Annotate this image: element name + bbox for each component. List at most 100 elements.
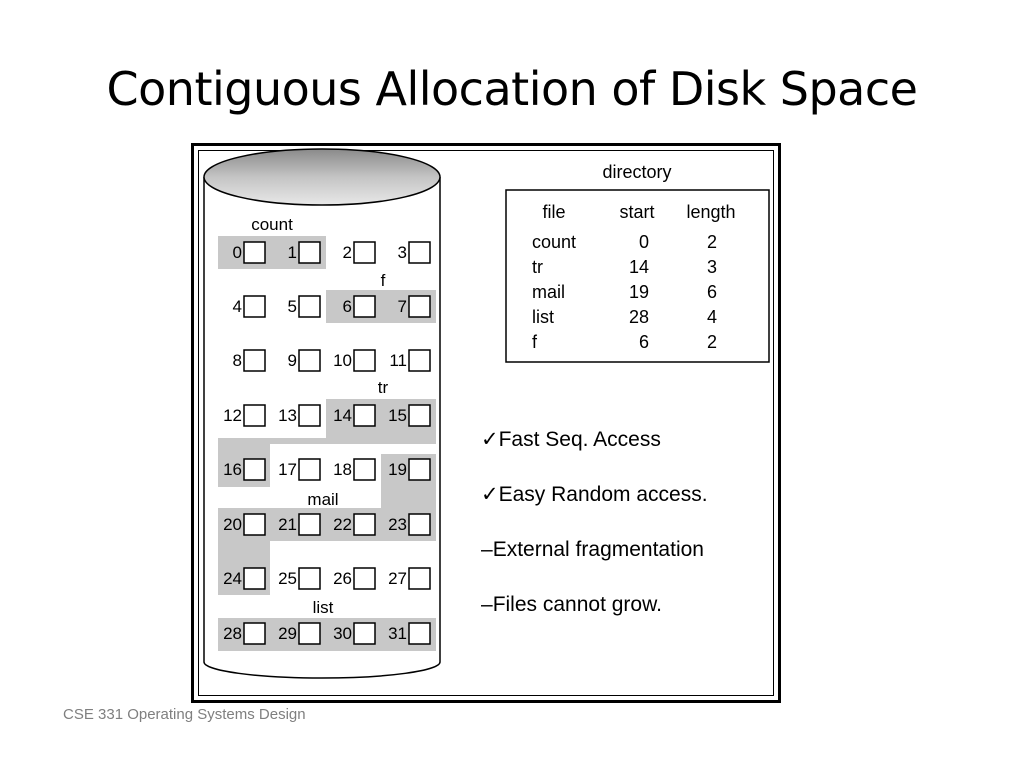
block-square (298, 295, 321, 318)
disk-block: 1 (288, 241, 321, 264)
cell-file: f (532, 332, 538, 352)
block-number: 16 (223, 460, 242, 479)
block-number: 29 (278, 624, 297, 643)
block-number: 23 (388, 515, 407, 534)
disk-block: 0 (233, 241, 266, 264)
disk-block: 16 (223, 458, 266, 481)
block-square (243, 404, 266, 427)
block-number: 20 (223, 515, 242, 534)
disk-block: 7 (398, 295, 431, 318)
block-square (353, 567, 376, 590)
block-number: 28 (223, 624, 242, 643)
disk-block: 18 (333, 458, 376, 481)
footer-text: CSE 331 Operating Systems Design (63, 706, 306, 723)
disk-block: 27 (388, 567, 431, 590)
block-number: 3 (398, 243, 407, 262)
block-number: 8 (233, 351, 242, 370)
bullet-item: ✓Easy Random access. (481, 483, 708, 506)
block-square (353, 404, 376, 427)
cell-start: 19 (629, 282, 649, 302)
cell-length: 3 (707, 257, 717, 277)
disk-label-mail: mail (307, 490, 338, 509)
block-square (353, 622, 376, 645)
block-square (298, 241, 321, 264)
block-square (243, 458, 266, 481)
cell-start: 6 (639, 332, 649, 352)
block-square (408, 513, 431, 536)
block-square (408, 458, 431, 481)
block-square (298, 513, 321, 536)
block-square (243, 622, 266, 645)
directory-row: f 6 2 (532, 332, 717, 352)
cell-length: 2 (707, 332, 717, 352)
highlight-tr (218, 399, 436, 487)
disk-block: 17 (278, 458, 321, 481)
disk-block: 31 (388, 622, 431, 645)
disk-block: 19 (388, 458, 431, 481)
directory-box (505, 189, 770, 363)
check-icon: ✓ (481, 428, 499, 451)
block-square (298, 567, 321, 590)
cell-length: 4 (707, 307, 717, 327)
bullet-list: ✓Fast Seq. Access ✓Easy Random access. –… (481, 425, 771, 645)
block-number: 25 (278, 569, 297, 588)
disk-block: 20 (223, 513, 266, 536)
block-number: 30 (333, 624, 352, 643)
disk-block: 21 (278, 513, 321, 536)
block-number: 18 (333, 460, 352, 479)
block-number: 9 (288, 351, 297, 370)
block-number: 10 (333, 351, 352, 370)
block-number: 4 (233, 297, 242, 316)
bullet-item: –External fragmentation (481, 538, 704, 561)
block-square (243, 513, 266, 536)
cell-length: 6 (707, 282, 717, 302)
header-file: file (542, 202, 565, 222)
block-square (243, 567, 266, 590)
block-number: 11 (389, 351, 407, 370)
block-square (243, 349, 266, 372)
bullet-item: –Files cannot grow. (481, 593, 662, 616)
disk-block: 4 (233, 295, 266, 318)
disk-block: 8 (233, 349, 266, 372)
disk-block: 5 (288, 295, 321, 318)
disk-block: 11 (389, 349, 431, 372)
block-number: 5 (288, 297, 297, 316)
disk-block: 13 (278, 404, 321, 427)
block-square (298, 404, 321, 427)
block-square (353, 349, 376, 372)
block-square (298, 349, 321, 372)
disk-block: 29 (278, 622, 321, 645)
block-square (408, 622, 431, 645)
block-number: 1 (288, 243, 297, 262)
block-number: 24 (223, 569, 242, 588)
block-square (408, 295, 431, 318)
cell-start: 0 (639, 232, 649, 252)
figure-inner-border (198, 150, 774, 696)
block-number: 21 (278, 515, 297, 534)
block-square (408, 567, 431, 590)
block-number: 19 (388, 460, 407, 479)
header-length: length (686, 202, 735, 222)
block-square (298, 622, 321, 645)
check-icon: ✓ (481, 483, 499, 506)
disk-block: 15 (388, 404, 431, 427)
disk-block: 25 (278, 567, 321, 590)
disk-block: 10 (333, 349, 376, 372)
disk-block: 6 (343, 295, 376, 318)
disk-block: 24 (223, 567, 266, 590)
disk-block: 28 (223, 622, 266, 645)
disk-block: 23 (388, 513, 431, 536)
disk-top (203, 148, 441, 206)
block-number: 12 (223, 406, 242, 425)
block-number: 22 (333, 515, 352, 534)
block-number: 14 (333, 406, 352, 425)
disk-file-labels: count f tr mail list (251, 215, 388, 617)
disk-block: 22 (333, 513, 376, 536)
